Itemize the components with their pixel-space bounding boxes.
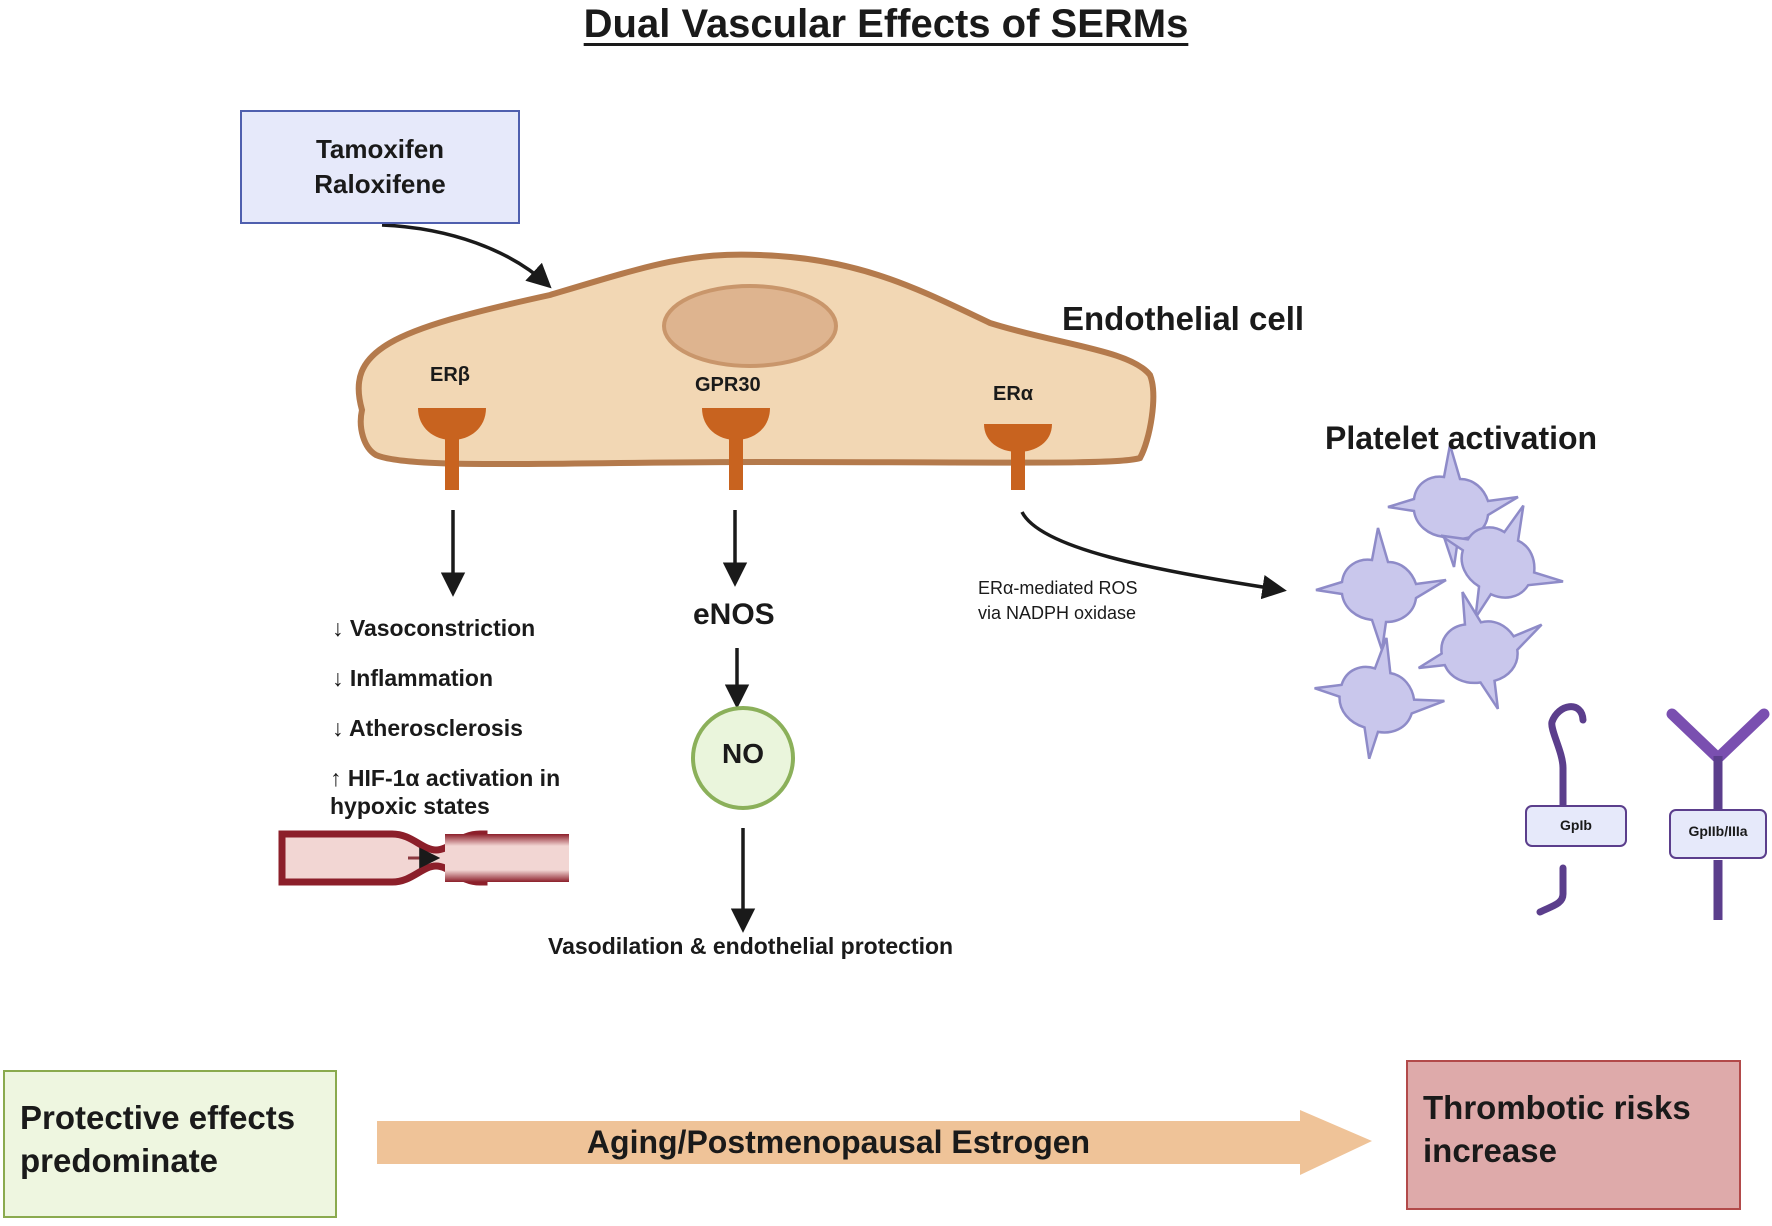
drug-name: Raloxifene bbox=[314, 169, 446, 199]
protective-effects-box: Protective effects predominate bbox=[3, 1070, 337, 1218]
platelet-icon bbox=[1440, 504, 1564, 619]
receptor-erb bbox=[418, 408, 486, 490]
receptor-erb-label: ERβ bbox=[430, 364, 470, 386]
gpr30-outcome-label: Vasodilation & endothelial protection bbox=[548, 933, 954, 959]
drug-name: Tamoxifen bbox=[315, 134, 445, 164]
era-to-platelet-arrow bbox=[1020, 511, 1287, 600]
no-label: NO bbox=[722, 738, 764, 769]
gpiib-iiia-receptor-icon bbox=[1666, 708, 1770, 920]
nucleus bbox=[662, 284, 838, 368]
vessel-open-icon bbox=[445, 834, 569, 882]
receptor-gpr30 bbox=[702, 408, 770, 490]
aging-arrow-label: Aging/Postmenopausal Estrogen bbox=[586, 1124, 1091, 1160]
platelet-icon bbox=[1387, 444, 1519, 568]
era-mechanism-line: via NADPH oxidase bbox=[978, 603, 1137, 623]
erb-effects-list: ↓ Vasoconstriction ↓ Inflammation ↓ Athe… bbox=[330, 614, 600, 842]
erb-effect-item: ↑ HIF-1α activation in hypoxic states bbox=[330, 765, 561, 819]
erb-effect-item: ↓ Atherosclerosis bbox=[332, 715, 523, 741]
receptor-era-label: ERα bbox=[993, 383, 1034, 405]
page-title: Dual Vascular Effects of SERMs bbox=[583, 2, 1189, 46]
drug-box: Tamoxifen Raloxifene bbox=[240, 110, 520, 224]
aging-gradient-arrow bbox=[377, 1110, 1372, 1175]
platelet-icon bbox=[1417, 591, 1543, 710]
receptor-gpr30-label: GPR30 bbox=[695, 374, 761, 396]
erb-effect-item: ↓ Vasoconstriction bbox=[332, 615, 536, 641]
gpib-label: GpIb bbox=[1560, 817, 1592, 833]
platelet-icon bbox=[1314, 637, 1445, 760]
enos-label: eNOS bbox=[693, 598, 775, 631]
erb-effect-item: ↓ Inflammation bbox=[332, 665, 494, 691]
gpib-receptor-icon bbox=[1525, 703, 1627, 916]
era-mechanism-text: ERα-mediated ROS via NADPH oxidase bbox=[978, 576, 1137, 626]
platelet-activation-label: Platelet activation bbox=[1325, 420, 1598, 456]
platelet-icon bbox=[1315, 527, 1447, 651]
no-circle bbox=[691, 706, 795, 810]
gpiib-iiia-label: GpIIb/IIIa bbox=[1688, 823, 1748, 839]
era-mechanism-line: ERα-mediated ROS bbox=[978, 578, 1138, 598]
cell-label: Endothelial cell bbox=[1062, 300, 1305, 337]
thrombotic-risks-box: Thrombotic risks increase bbox=[1406, 1060, 1741, 1210]
receptor-era bbox=[984, 424, 1052, 490]
drug-to-cell-arrow bbox=[381, 223, 552, 289]
